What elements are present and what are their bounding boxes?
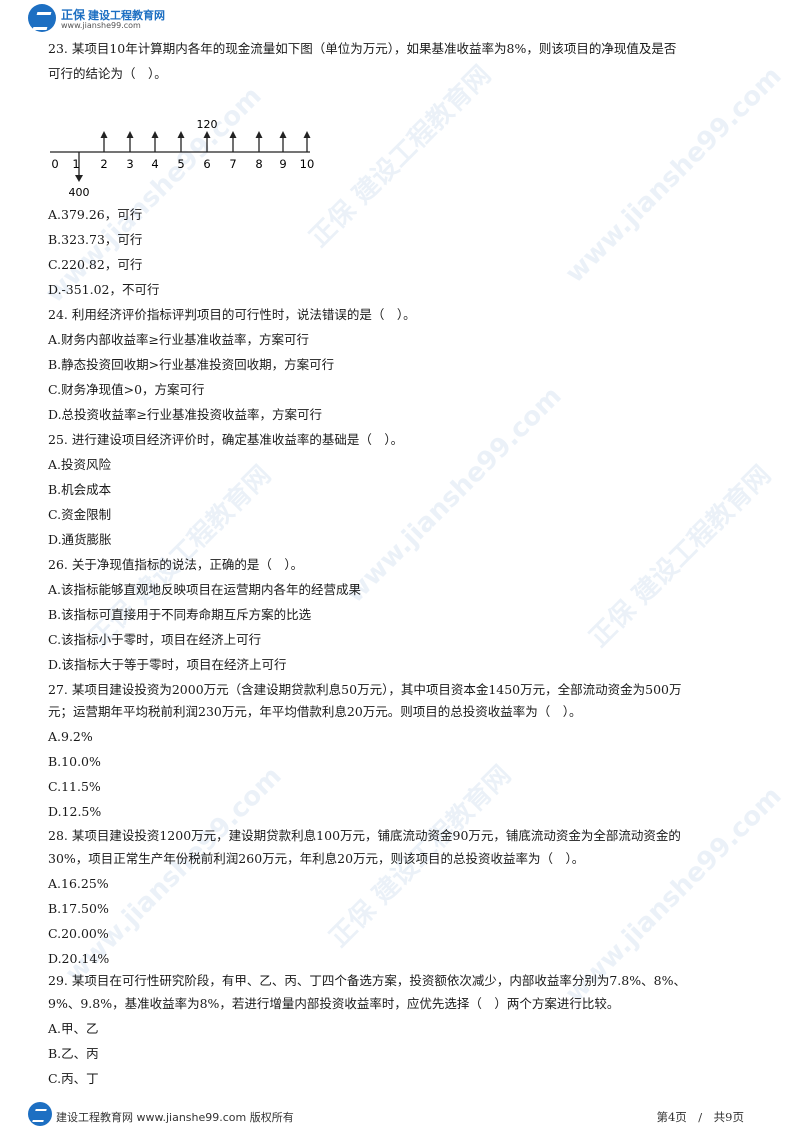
question-27-stem: 27. 某项目建设投资为2000万元（含建设期贷款利息50万元），其中项目资本金…	[48, 682, 682, 697]
question-23-option-d[interactable]: D.-351.02，不可行	[48, 282, 160, 297]
question-29-stem-cont: 9%、9.8%，基准收益率为8%，若进行增量内部投资收益率时，应优先选择（ ）两…	[48, 996, 620, 1011]
question-24-option-c[interactable]: C.财务净现值>0，方案可行	[48, 382, 205, 397]
question-23-stem: 23. 某项目10年计算期内各年的现金流量如下图（单位为万元），如果基准收益率为…	[48, 41, 677, 56]
question-27-option-d[interactable]: D.12.5%	[48, 804, 102, 819]
question-28-option-b[interactable]: B.17.50%	[48, 901, 109, 916]
inflow-arrowhead	[177, 131, 185, 138]
question-28-option-c[interactable]: C.20.00%	[48, 926, 109, 941]
question-28-stem: 28. 某项目建设投资1200万元，建设期贷款利息100万元，铺底流动资金90万…	[48, 828, 681, 843]
question-27-stem-cont: 元；运营期年平均税前利润230万元，年平均借款利息20万元。则项目的总投资收益率…	[48, 704, 582, 719]
inflow-arrowhead	[126, 131, 134, 138]
question-23-option-c[interactable]: C.220.82，可行	[48, 257, 143, 272]
question-24-option-d[interactable]: D.总投资收益率≥行业基准投资收益率，方案可行	[48, 407, 323, 422]
question-29-option-b[interactable]: B.乙、丙	[48, 1046, 99, 1061]
question-24-option-a[interactable]: A.财务内部收益率≥行业基准收益率，方案可行	[48, 332, 309, 347]
question-25-option-d[interactable]: D.通货膨胀	[48, 532, 112, 547]
inflow-arrowhead	[229, 131, 237, 138]
question-29-option-a[interactable]: A.甲、乙	[48, 1021, 99, 1036]
footer-logo-icon	[28, 1102, 52, 1126]
question-24-option-b[interactable]: B.静态投资回收期>行业基准投资回收期，方案可行	[48, 357, 335, 372]
question-23-option-b[interactable]: B.323.73，可行	[48, 232, 143, 247]
inflow-arrowhead	[151, 131, 159, 138]
year-label: 4	[151, 157, 158, 171]
question-25-option-c[interactable]: C.资金限制	[48, 507, 112, 522]
year-label: 6	[203, 157, 210, 171]
question-24-stem: 24. 利用经济评价指标评判项目的可行性时，说法错误的是（ ）。	[48, 307, 416, 322]
question-25-option-b[interactable]: B.机会成本	[48, 482, 112, 497]
year-label: 9	[279, 157, 286, 171]
outflow-arrowhead	[75, 175, 83, 182]
inflow-arrowhead	[303, 131, 311, 138]
inflow-arrowhead	[255, 131, 263, 138]
question-25-option-a[interactable]: A.投资风险	[48, 457, 112, 472]
page-number: 第4页 / 共9页	[656, 1110, 744, 1124]
outflow-label: 400	[69, 186, 90, 199]
inflow-label: 120	[197, 118, 218, 131]
question-27-option-a[interactable]: A.9.2%	[48, 729, 93, 744]
year-label: 10	[300, 157, 315, 171]
year-label: 8	[255, 157, 262, 171]
question-26-option-b[interactable]: B.该指标可直接用于不同寿命期互斥方案的比选	[48, 607, 312, 622]
question-27-option-c[interactable]: C.11.5%	[48, 779, 101, 794]
watermark: www.jianshe99.com	[339, 381, 568, 609]
question-26-option-d[interactable]: D.该指标大于等于零时，项目在经济上可行	[48, 657, 287, 672]
footer-copyright: 建设工程教育网 www.jianshe99.com 版权所有	[56, 1111, 294, 1124]
question-28-option-d[interactable]: D.20.14%	[48, 951, 110, 966]
question-26-stem: 26. 关于净现值指标的说法，正确的是（ ）。	[48, 557, 304, 572]
question-26-option-a[interactable]: A.该指标能够直观地反映项目在运营期内各年的经营成果	[48, 582, 362, 597]
question-28-stem-cont: 30%，项目正常生产年份税前利润260万元，年利息20万元，则该项目的总投资收益…	[48, 851, 585, 866]
year-label: 0	[51, 157, 58, 171]
logo-mark: 正保	[61, 8, 86, 22]
inflow-arrowhead	[100, 131, 108, 138]
question-26-option-c[interactable]: C.该指标小于零时，项目在经济上可行	[48, 632, 262, 647]
question-25-stem: 25. 进行建设项目经济评价时，确定基准收益率的基础是（ ）。	[48, 432, 404, 447]
header-logo: 正保建设工程教育网 www.jianshe99.com	[28, 4, 178, 34]
year-label: 5	[177, 157, 184, 171]
year-label: 2	[100, 157, 107, 171]
question-23-stem-cont: 可行的结论为（ ）。	[48, 66, 167, 81]
question-29-option-c[interactable]: C.丙、丁	[48, 1071, 99, 1086]
logo-url: www.jianshe99.com	[61, 21, 141, 30]
inflow-arrowhead	[279, 131, 287, 138]
question-28-option-a[interactable]: A.16.25%	[48, 876, 109, 891]
year-label: 7	[229, 157, 236, 171]
watermark: www.jianshe99.com	[559, 61, 788, 289]
question-23-option-a[interactable]: A.379.26，可行	[48, 207, 143, 222]
logo-name: 建设工程教育网	[88, 9, 166, 22]
inflow-arrowhead	[203, 131, 211, 138]
year-label: 1	[72, 157, 79, 171]
logo-title: 正保建设工程教育网	[61, 6, 165, 23]
brand-logo-icon	[28, 4, 56, 32]
question-29-stem: 29. 某项目在可行性研究阶段，有甲、乙、丙、丁四个备选方案，投资额依次减少，内…	[48, 973, 686, 988]
question-27-option-b[interactable]: B.10.0%	[48, 754, 101, 769]
watermark: 正保 建设工程教育网	[584, 460, 778, 654]
year-label: 3	[126, 157, 133, 171]
